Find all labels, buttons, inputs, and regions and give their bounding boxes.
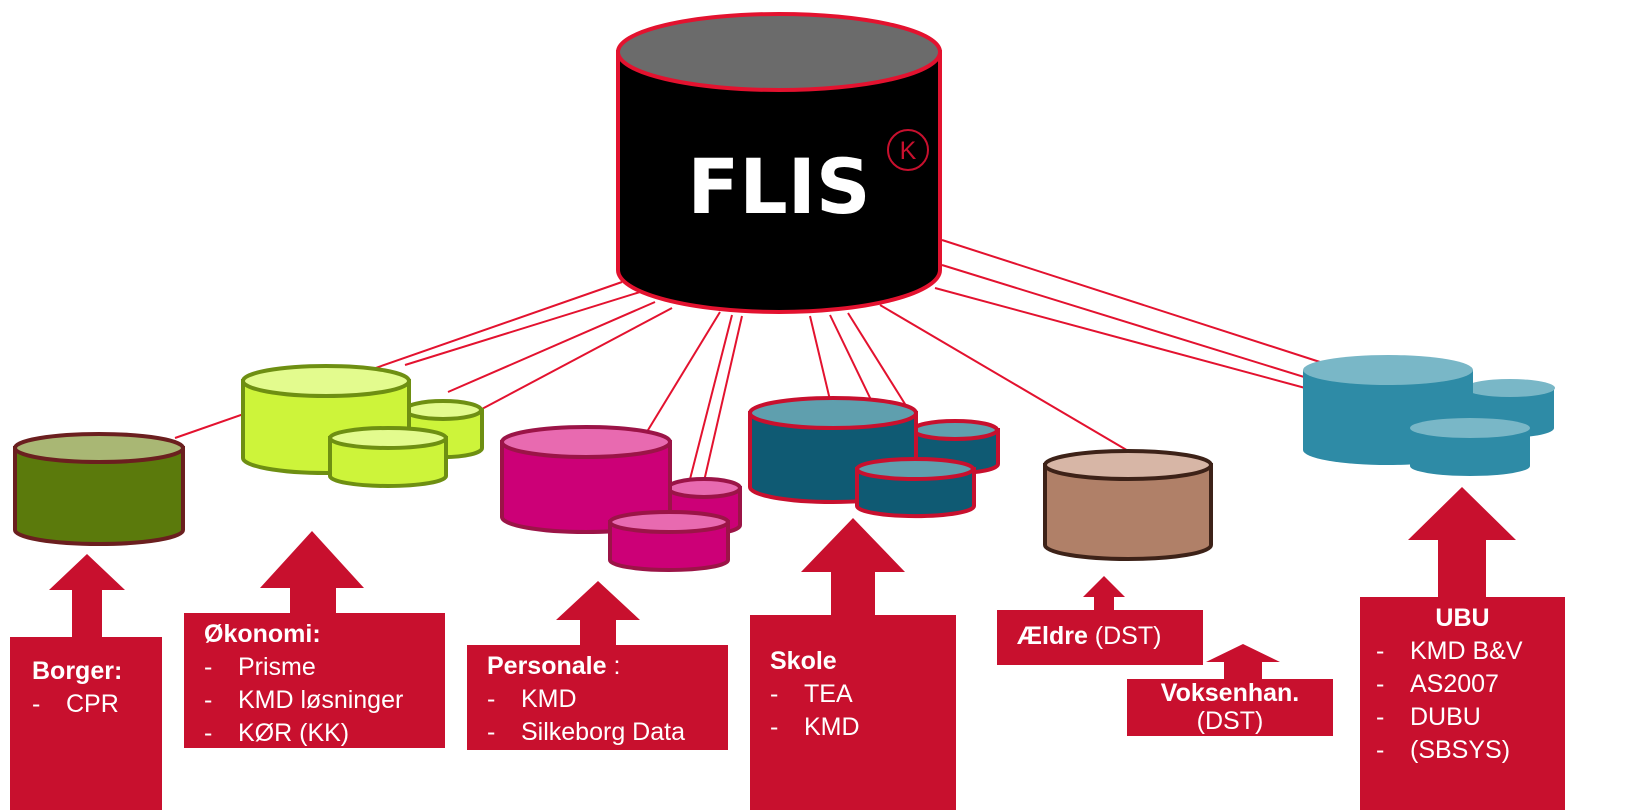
ubu-title: UBU — [1435, 604, 1490, 632]
list-item: -Silkeborg Data — [487, 718, 685, 746]
aeldre-title: Ældre — [1017, 622, 1088, 650]
connector-personale-2 — [687, 314, 733, 488]
okonomi-db-small-front — [328, 426, 448, 488]
ubu-box: UBU -KMD B&V -AS2007 -DUBU -(SBSYS) — [1360, 597, 1565, 810]
connector-ubu-1 — [941, 239, 1321, 363]
ubu-db-small-front — [1410, 418, 1530, 476]
skole-up-arrow-icon — [801, 518, 905, 620]
okonomi-box: Økonomi: -Prisme -KMD løsninger -KØR (KK… — [184, 613, 445, 748]
list-item: -KMD — [770, 713, 860, 741]
personale-title-line: Personale : — [487, 650, 728, 683]
list-item: -AS2007 — [1376, 670, 1499, 698]
aeldre-suffix: (DST) — [1087, 622, 1162, 650]
list-item: -(SBSYS) — [1376, 736, 1511, 764]
personale-up-arrow-icon — [556, 581, 640, 648]
personale-db-small-front — [608, 510, 730, 572]
list-item: -KMD løsninger — [204, 686, 404, 714]
personale-database-icon — [500, 425, 742, 572]
list-item: -KMD — [487, 685, 577, 713]
flis-label: FLIS — [687, 142, 870, 231]
connector-skole-1 — [809, 315, 831, 401]
list-item: -KØR (KK) — [204, 719, 350, 747]
skole-title: Skole — [770, 647, 837, 675]
connector-okonomi-3 — [479, 307, 673, 411]
personale-box: Personale : -KMD -Silkeborg Data — [467, 645, 728, 750]
okonomi-database-icon — [241, 364, 484, 488]
connector-personale-3 — [701, 315, 743, 491]
borger-up-arrow-icon — [49, 554, 125, 640]
flis-mark-letter: K — [900, 137, 917, 165]
personale-db-large — [500, 425, 672, 534]
okonomi-title: Økonomi: — [204, 620, 321, 648]
personale-title: Personale — [487, 652, 607, 680]
connector-aeldre — [879, 304, 1131, 453]
connector-lines — [174, 239, 1331, 491]
ubu-up-arrow-icon — [1408, 487, 1516, 600]
borger-database-icon — [13, 432, 185, 546]
ubu-database-icon — [1303, 355, 1555, 476]
voksenhan-up-arrow-icon — [1206, 644, 1280, 680]
list-item: -KMD B&V — [1376, 637, 1523, 665]
skole-database-icon — [748, 396, 1000, 519]
voksenhan-title: Voksenhan. — [1160, 679, 1300, 707]
connector-personale-1 — [644, 311, 721, 436]
voksenhan-box: Voksenhan. (DST) — [1127, 679, 1333, 736]
list-item: -CPR — [32, 690, 119, 718]
connector-okonomi-1 — [404, 291, 641, 366]
list-item: -DUBU — [1376, 703, 1481, 731]
aeldre-box: Ældre (DST) — [997, 610, 1203, 665]
flis-registered-mark-icon — [887, 129, 929, 171]
borger-title: Borger: — [32, 657, 123, 685]
connector-skole-2 — [829, 314, 874, 405]
connector-ubu-3 — [934, 287, 1321, 393]
list-item: -TEA — [770, 680, 853, 708]
connector-ubu-2 — [941, 264, 1331, 386]
connector-skole-3 — [847, 312, 911, 413]
personale-title-suffix: : — [606, 652, 621, 680]
connector-okonomi-2 — [447, 301, 656, 393]
skole-box: Skole -TEA -KMD — [750, 615, 956, 810]
aeldre-up-arrow-icon — [1083, 576, 1125, 612]
okonomi-up-arrow-icon — [260, 531, 364, 620]
skole-db-small-front — [855, 457, 976, 519]
list-item: -Prisme — [204, 653, 316, 681]
aeldre-database-icon — [1043, 449, 1213, 561]
borger-box: Borger: -CPR — [10, 637, 162, 810]
flis-database-icon: FLIS K — [616, 12, 942, 314]
voksenhan-suffix: (DST) — [1196, 707, 1264, 735]
arrows — [49, 487, 1516, 680]
